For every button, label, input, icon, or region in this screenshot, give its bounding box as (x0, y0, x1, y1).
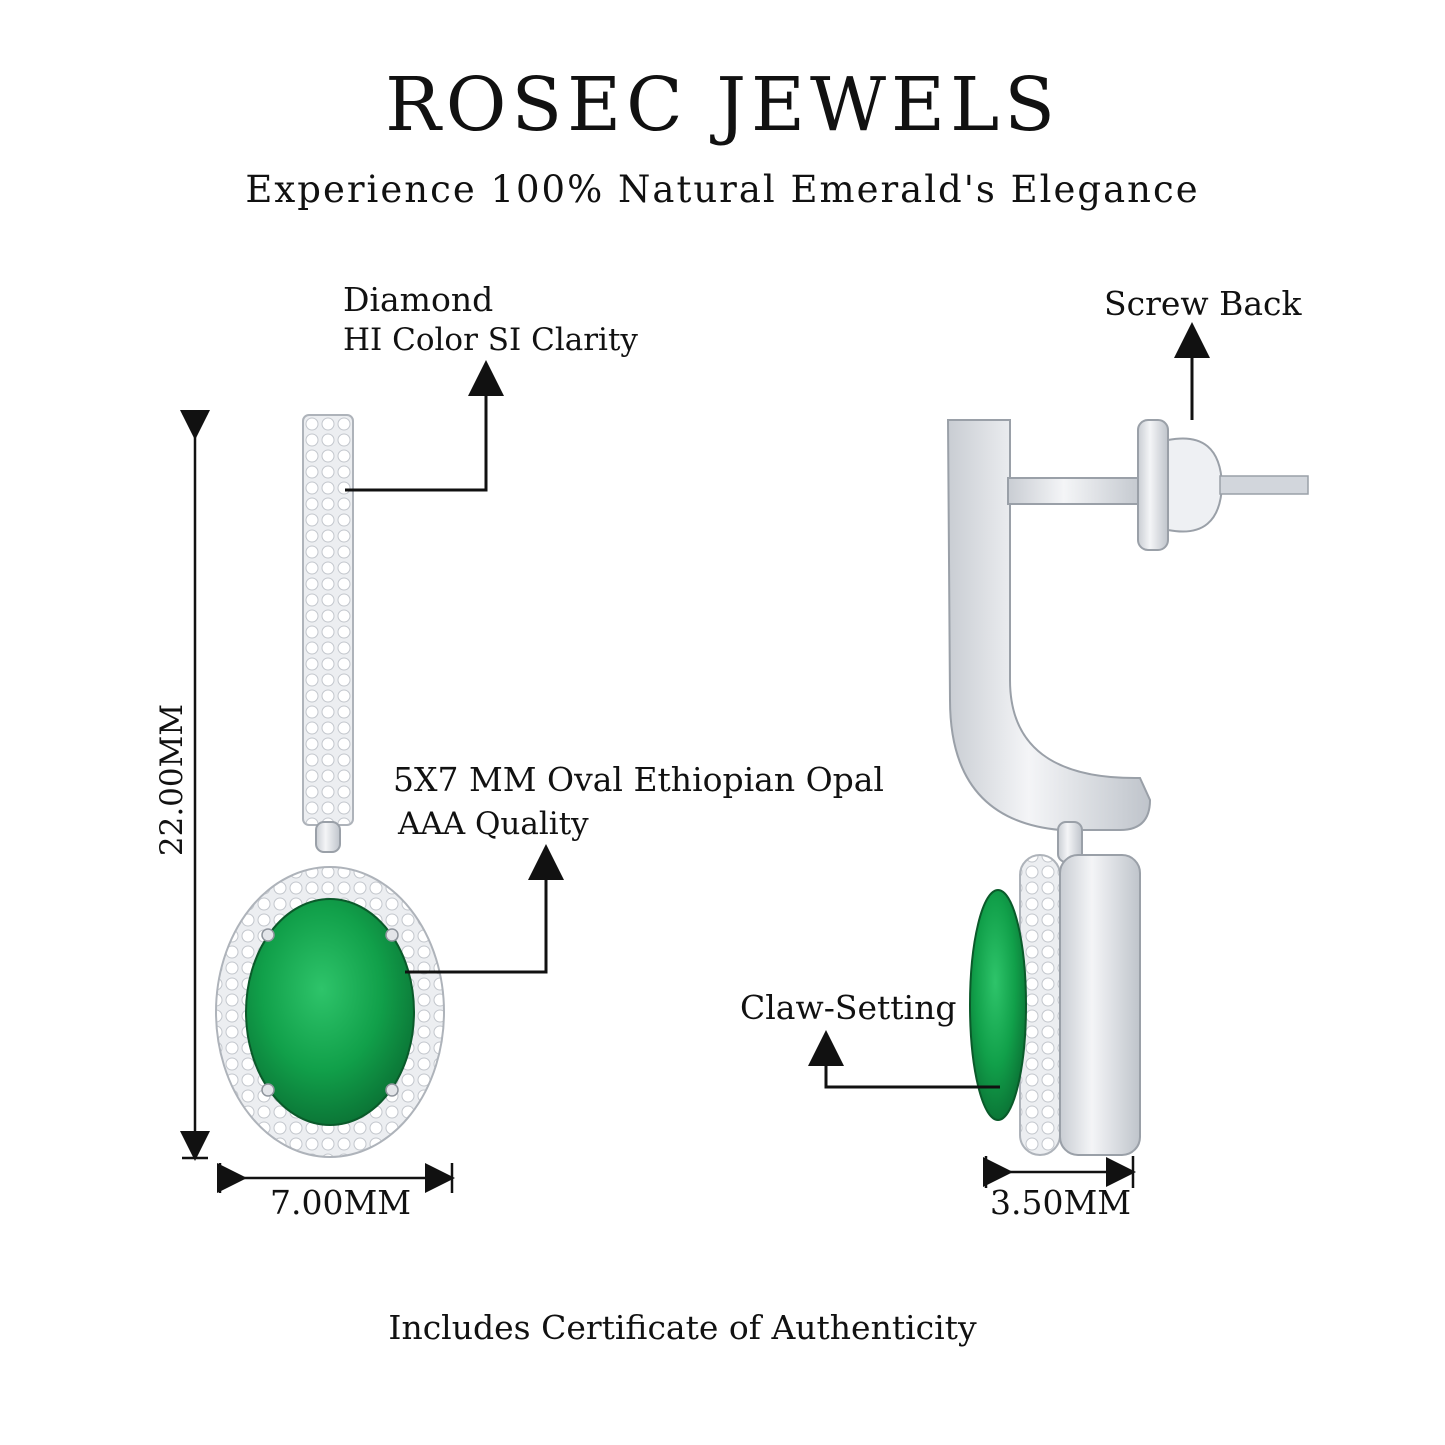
screw-back-label: Screw Back (1104, 284, 1302, 323)
j-hook-body (946, 419, 1152, 831)
post (1007, 477, 1149, 505)
side-gallery (1059, 854, 1141, 1156)
screw-back (1137, 419, 1169, 551)
emerald-stone-side (969, 889, 1027, 1121)
side-earring (946, 419, 1309, 1156)
emerald-stone-front (245, 898, 415, 1126)
tagline: Experience 100% Natural Emerald's Elegan… (245, 168, 1200, 211)
brand-title: ROSEC JEWELS (385, 62, 1060, 148)
certificate-note: Includes Certificate of Authenticity (388, 1308, 977, 1347)
width-dimension: 7.00MM (270, 1183, 412, 1222)
gemstone-quality: AAA Quality (398, 806, 589, 842)
diamond-spec: HI Color SI Clarity (343, 322, 638, 358)
diamond-bar (302, 414, 354, 826)
screw-thread (1219, 475, 1309, 495)
gemstone-label: 5X7 MM Oval Ethiopian Opal (393, 760, 884, 799)
screw-back-butterfly (1167, 437, 1224, 533)
claw-setting-label: Claw-Setting (740, 988, 957, 1027)
depth-dimension: 3.50MM (990, 1183, 1132, 1222)
dimension-lines (180, 410, 1136, 1193)
height-dimension: 22.00MM (154, 703, 190, 857)
diamond-label: Diamond (343, 280, 494, 319)
claw-prongs-front (261, 928, 399, 1097)
connector-link (315, 821, 341, 853)
callout-lines (345, 322, 1210, 1089)
front-earring (215, 414, 445, 1158)
